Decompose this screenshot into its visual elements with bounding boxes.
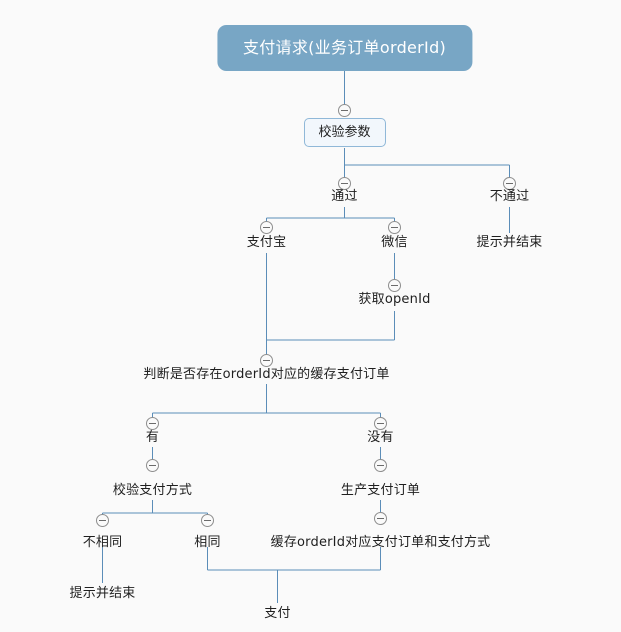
collapse-minus-icon-fail[interactable] <box>503 176 516 190</box>
node-judge-cache[interactable]: 判断是否存在orderId对应的缓存支付订单 <box>143 367 390 382</box>
node-not-same-end[interactable]: 提示并结束 <box>69 586 136 601</box>
node-check-params[interactable]: 校验参数 <box>303 118 386 147</box>
node-same[interactable]: 相同 <box>194 535 221 550</box>
collapse-minus-icon-get-openid[interactable] <box>388 278 401 292</box>
collapse-minus-icon-same[interactable] <box>201 513 214 527</box>
node-cache-order[interactable]: 缓存orderId对应支付订单和支付方式 <box>270 535 491 550</box>
node-has-not[interactable]: 没有 <box>367 430 394 445</box>
collapse-minus-icon-create-order[interactable] <box>374 458 387 472</box>
collapse-minus-icon-pass[interactable] <box>338 176 351 190</box>
node-get-openid[interactable]: 获取openId <box>358 292 431 307</box>
node-check-pay-method[interactable]: 校验支付方式 <box>112 483 193 498</box>
node-create-order[interactable]: 生产支付订单 <box>340 483 421 498</box>
node-alipay[interactable]: 支付宝 <box>246 235 287 250</box>
node-has[interactable]: 有 <box>145 430 160 445</box>
node-fail-end[interactable]: 提示并结束 <box>476 235 543 250</box>
collapse-minus-icon-not-same[interactable] <box>96 513 109 527</box>
collapse-minus-icon-alipay[interactable] <box>260 220 273 234</box>
collapse-minus-icon-wechat[interactable] <box>388 220 401 234</box>
collapse-minus-icon-cache-order[interactable] <box>374 511 387 525</box>
collapse-minus-icon-check-params[interactable] <box>338 103 351 117</box>
collapse-minus-icon-check-pay-method[interactable] <box>146 458 159 472</box>
node-not-same[interactable]: 不相同 <box>82 535 123 550</box>
collapse-minus-icon-has-not[interactable] <box>374 416 387 430</box>
node-pay[interactable]: 支付 <box>264 606 291 621</box>
node-wechat[interactable]: 微信 <box>381 235 408 250</box>
node-root-payment-request[interactable]: 支付请求(业务订单orderId) <box>216 25 473 71</box>
collapse-minus-icon-has[interactable] <box>146 416 159 430</box>
collapse-minus-icon-judge-cache[interactable] <box>260 353 273 367</box>
node-pass[interactable]: 通过 <box>331 189 358 204</box>
node-fail[interactable]: 不通过 <box>489 189 530 204</box>
